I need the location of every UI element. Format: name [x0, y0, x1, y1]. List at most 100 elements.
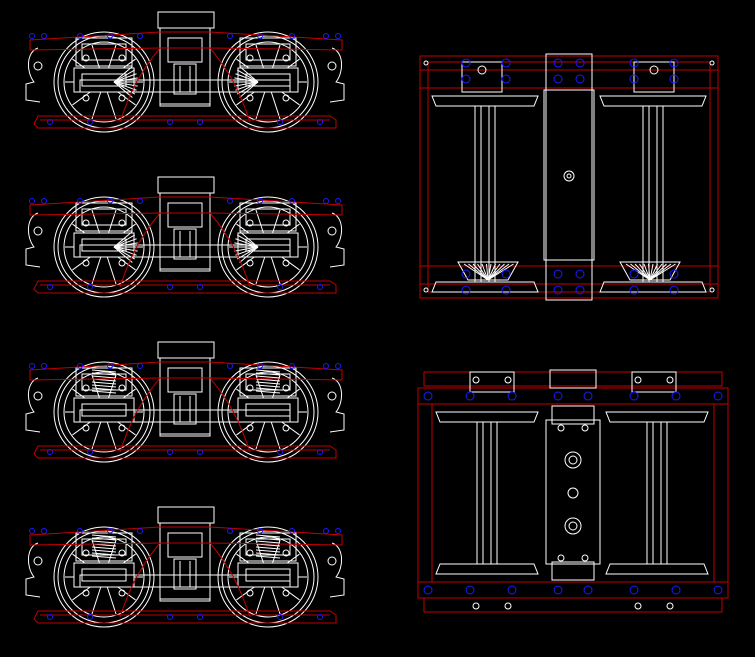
bolt-head: [282, 384, 290, 392]
coil-spring-turn: [255, 540, 281, 544]
frame-bolt-bottom: [87, 614, 93, 620]
frame-bolt-top: [227, 198, 233, 204]
gear-tooth-line: [643, 263, 651, 281]
side-frame-bottom-chord: [33, 445, 337, 459]
bolster-base: [159, 586, 211, 602]
gear-tooth-line: [487, 263, 501, 281]
wheel-tread-top: [599, 95, 707, 107]
wheel-flange: [53, 196, 155, 298]
end-pin-right: [327, 61, 337, 71]
plan-views-column: [417, 53, 729, 613]
axle-box-bolt: [634, 602, 642, 610]
frame-bolt: [671, 585, 681, 595]
frame-bolt: [501, 74, 511, 84]
axle-box-bolt: [634, 376, 642, 384]
bolster-base: [159, 421, 211, 437]
frame-bolt-bottom: [167, 614, 173, 620]
gear-tooth-line: [235, 238, 259, 248]
frame-bolt-top: [29, 528, 35, 534]
side-view-2: [25, 176, 345, 298]
bolster-base: [159, 256, 211, 272]
frame-bolt: [553, 285, 563, 295]
side-frame-diagonal-left: [119, 212, 161, 288]
gear-tooth-line: [481, 263, 489, 281]
bolster-pivot-pin: [568, 455, 578, 465]
wheel-spoke: [91, 421, 102, 450]
frame-bolt: [583, 585, 593, 595]
frame-bolt-top: [323, 528, 329, 534]
wheel-spoke: [91, 256, 102, 285]
gear-tooth-line: [486, 263, 489, 281]
coil-spring-turn: [255, 375, 281, 379]
frame-bolt-top: [289, 528, 295, 534]
frame-inner: [427, 61, 711, 293]
wheel-flange: [217, 31, 319, 133]
bolt-head: [118, 259, 126, 267]
wheel-spoke: [270, 586, 281, 615]
gear-tooth-line: [234, 81, 259, 87]
frame-bolt: [507, 391, 517, 401]
frame-bolt-bottom: [47, 119, 53, 125]
gear-tooth-line: [235, 81, 259, 91]
frame-bolt: [575, 285, 585, 295]
frame-bolt-bottom: [87, 284, 93, 290]
bolster-window: [167, 367, 203, 393]
coil-spring-turn: [255, 381, 281, 385]
coil-spring-turn: [91, 387, 117, 391]
wheel-rim: [63, 41, 145, 123]
coil-spring-turn: [91, 372, 117, 376]
wheelset-left: [431, 95, 539, 293]
wheel-tread-top: [605, 411, 709, 423]
end-pin-right: [327, 226, 337, 236]
frame-bolt-top: [323, 363, 329, 369]
coil-spring-turn: [255, 378, 281, 382]
coil-spring-turn: [255, 372, 281, 376]
frame-bolt-bottom: [47, 284, 53, 290]
gear-tooth-line: [235, 246, 259, 256]
axle-box-upper: [75, 367, 133, 397]
wheelset-left: [435, 411, 539, 575]
frame-bolt-top: [41, 33, 47, 39]
frame-bolt-top: [137, 198, 143, 204]
end-pin-left: [33, 391, 43, 401]
side-frame-top-chord: [29, 31, 343, 51]
bolt-head: [246, 384, 254, 392]
axle-box-bolt: [504, 602, 512, 610]
side-frame-top-chord: [29, 361, 343, 381]
frame-bolt-top: [29, 33, 35, 39]
frame-bolt: [461, 269, 471, 279]
frame-bolt-top: [227, 363, 233, 369]
bolt-head: [246, 424, 254, 432]
side-view-1: [25, 11, 345, 133]
bolt-head: [82, 384, 90, 392]
axle-shaft: [476, 421, 498, 565]
end-pin-left: [33, 61, 43, 71]
bolt-head: [118, 54, 126, 62]
bolt-head: [82, 424, 90, 432]
frame-bolt-top: [41, 528, 47, 534]
bolt-head: [82, 219, 90, 227]
frame-bolt: [629, 285, 639, 295]
frame-bolt: [629, 391, 639, 401]
frame-bolt-bottom: [277, 449, 283, 455]
wheel-tread-bottom: [435, 563, 539, 575]
frame-bolt: [461, 285, 471, 295]
wheel: [53, 31, 155, 133]
coil-spring-turn: [255, 555, 281, 559]
axle-box-upper: [239, 532, 297, 562]
end-pin-left: [33, 226, 43, 236]
coil-spring-turn: [91, 549, 117, 553]
end-hook-right: [329, 212, 345, 268]
side-frame-diagonal-right: [209, 47, 251, 123]
bolt-head: [282, 54, 290, 62]
frame-bolt-bottom: [197, 284, 203, 290]
axle-box-bolt: [504, 376, 512, 384]
bolt-head: [118, 384, 126, 392]
corner-bolt: [423, 287, 429, 293]
frame-bolt-bottom: [317, 614, 323, 620]
frame-bolt-top: [257, 528, 263, 534]
frame-bolt-top: [227, 528, 233, 534]
coil-spring-turn: [255, 546, 281, 550]
axle-box-upper: [239, 367, 297, 397]
